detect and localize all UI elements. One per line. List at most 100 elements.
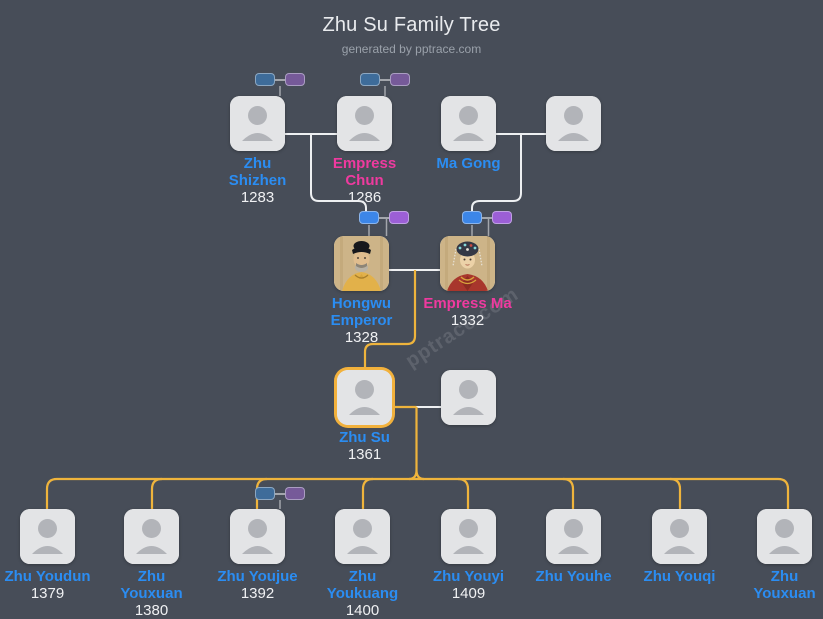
person-card-zhu-shizhen[interactable]: Zhu Shizhen 1283	[229, 96, 286, 206]
person-birth-year: 1328	[344, 329, 379, 346]
person-name: Zhu Youjue	[217, 568, 298, 585]
person-label: Zhu Youdun 1379	[0, 568, 104, 602]
person-avatar-icon	[337, 370, 392, 425]
page-title: Zhu Su Family Tree	[322, 14, 501, 36]
person-name: Zhu Youxuan	[120, 568, 183, 602]
person-card-zhu-youdun[interactable]: Zhu Youdun 1379	[4, 509, 91, 602]
person-photo[interactable]	[337, 96, 392, 151]
person-photo[interactable]	[335, 509, 390, 564]
person-name: Empress Chun	[332, 155, 397, 189]
mini-couple-link	[482, 216, 492, 219]
person-birth-year: 1361	[347, 446, 382, 463]
person-birth-year: 1400	[345, 602, 380, 619]
children-distribution-line	[45, 477, 790, 509]
mini-male-node-icon[interactable]	[359, 211, 379, 224]
person-label: Zhu Youhe	[518, 568, 630, 585]
person-avatar-icon	[230, 509, 285, 564]
person-avatar-icon	[652, 509, 707, 564]
person-name: Zhu Youxuan	[753, 568, 816, 602]
person-avatar-icon	[335, 509, 390, 564]
person-birth-year: 1286	[347, 189, 382, 206]
person-label: Ma Gong	[413, 155, 525, 172]
person-photo[interactable]	[124, 509, 179, 564]
person-label: Zhu Shizhen 1283	[202, 155, 314, 206]
person-birth-year: 1379	[30, 585, 65, 602]
person-photo[interactable]	[652, 509, 707, 564]
person-photo[interactable]	[230, 509, 285, 564]
person-birth-year: 1283	[240, 189, 275, 206]
mini-couple-link	[379, 216, 389, 219]
person-label: Zhu Youyi 1409	[413, 568, 525, 602]
person-card-hongwu[interactable]: Hongwu Emperor 1328	[331, 236, 392, 346]
person-card-empress-ma[interactable]: Empress Ma 1332	[423, 236, 512, 329]
person-avatar-icon	[546, 96, 601, 151]
person-photo[interactable]	[441, 96, 496, 151]
person-photo[interactable]	[757, 509, 812, 564]
person-photo[interactable]	[334, 236, 389, 291]
parent-link-to-zhusu	[363, 270, 417, 370]
mini-female-node-icon[interactable]	[389, 211, 409, 224]
person-name: Ma Gong	[436, 155, 501, 172]
person-avatar-icon	[124, 509, 179, 564]
person-birth-year: 1380	[134, 602, 169, 619]
person-label: Zhu Youqi	[624, 568, 736, 585]
mini-female-node-icon[interactable]	[285, 487, 305, 500]
person-photo[interactable]	[230, 96, 285, 151]
person-card-ma-gong[interactable]: Ma Gong	[436, 96, 501, 172]
person-name: Hongwu Emperor	[330, 295, 393, 329]
person-name: Zhu Shizhen	[228, 155, 287, 189]
person-card-zhu-youyi[interactable]: Zhu Youyi 1409	[433, 509, 504, 602]
person-name: Zhu Youhe	[535, 568, 612, 585]
person-label: Zhu Youxuan 1380	[96, 568, 208, 619]
person-name: Empress Ma	[423, 295, 512, 312]
person-label: Zhu Youkuang 1400	[307, 568, 419, 619]
person-photo[interactable]	[20, 509, 75, 564]
person-name: Zhu Su	[339, 429, 390, 446]
person-photo[interactable]	[546, 509, 601, 564]
person-label: Empress Ma 1332	[412, 295, 524, 329]
person-card-zhu-su-spouse[interactable]	[441, 370, 496, 425]
person-photo[interactable]	[440, 236, 495, 291]
mini-female-node-icon[interactable]	[492, 211, 512, 224]
person-birth-year: 1409	[451, 585, 486, 602]
person-birth-year: 1392	[240, 585, 275, 602]
person-card-zhu-su[interactable]: Zhu Su 1361	[337, 370, 392, 463]
person-card-zhu-youxuan[interactable]: Zhu Youxuan 1380	[120, 509, 183, 619]
collapsed-couple-above-empress-ma[interactable]	[462, 211, 512, 224]
person-card-zhu-youhe[interactable]: Zhu Youhe	[535, 509, 612, 585]
person-card-empress-chun[interactable]: Empress Chun 1286	[333, 96, 396, 206]
collapsed-couple-above-hongwu[interactable]	[359, 211, 409, 224]
person-label: Hongwu Emperor 1328	[306, 295, 418, 346]
mini-couple-link	[380, 78, 390, 81]
person-photo[interactable]	[546, 96, 601, 151]
person-name: Zhu Youyi	[432, 568, 505, 585]
mini-male-node-icon[interactable]	[360, 73, 380, 86]
person-avatar-icon	[441, 96, 496, 151]
header: Zhu Su Family Tree generated by pptrace.…	[0, 14, 823, 56]
person-photo[interactable]	[337, 370, 392, 425]
person-label: Empress Chun 1286	[309, 155, 421, 206]
collapsed-couple-above-empress-chun[interactable]	[360, 73, 410, 86]
parent-link-to-hongwu	[310, 134, 367, 213]
mini-male-node-icon[interactable]	[255, 487, 275, 500]
person-label: Zhu Youxuan	[729, 568, 823, 602]
person-card-top-spouse[interactable]	[546, 96, 601, 151]
person-card-zhu-youqi[interactable]: Zhu Youqi	[644, 509, 715, 585]
person-photo[interactable]	[441, 370, 496, 425]
mini-female-node-icon[interactable]	[390, 73, 410, 86]
mini-male-node-icon[interactable]	[462, 211, 482, 224]
mini-male-node-icon[interactable]	[255, 73, 275, 86]
person-label: Zhu Su 1361	[309, 429, 421, 463]
person-birth-year: 1332	[450, 312, 485, 329]
collapsed-couple-above-zhu-shizhen[interactable]	[255, 73, 305, 86]
person-photo[interactable]	[441, 509, 496, 564]
person-card-zhu-youxuan-2[interactable]: Zhu Youxuan	[753, 509, 816, 602]
person-avatar-icon	[230, 96, 285, 151]
person-card-zhu-youkuang[interactable]: Zhu Youkuang 1400	[327, 509, 398, 619]
person-card-zhu-youjue[interactable]: Zhu Youjue 1392	[217, 509, 298, 602]
collapsed-couple-above-zhu-youjue[interactable]	[255, 487, 305, 500]
mini-female-node-icon[interactable]	[285, 73, 305, 86]
page-subtitle: generated by pptrace.com	[341, 42, 482, 56]
person-avatar-icon	[337, 96, 392, 151]
